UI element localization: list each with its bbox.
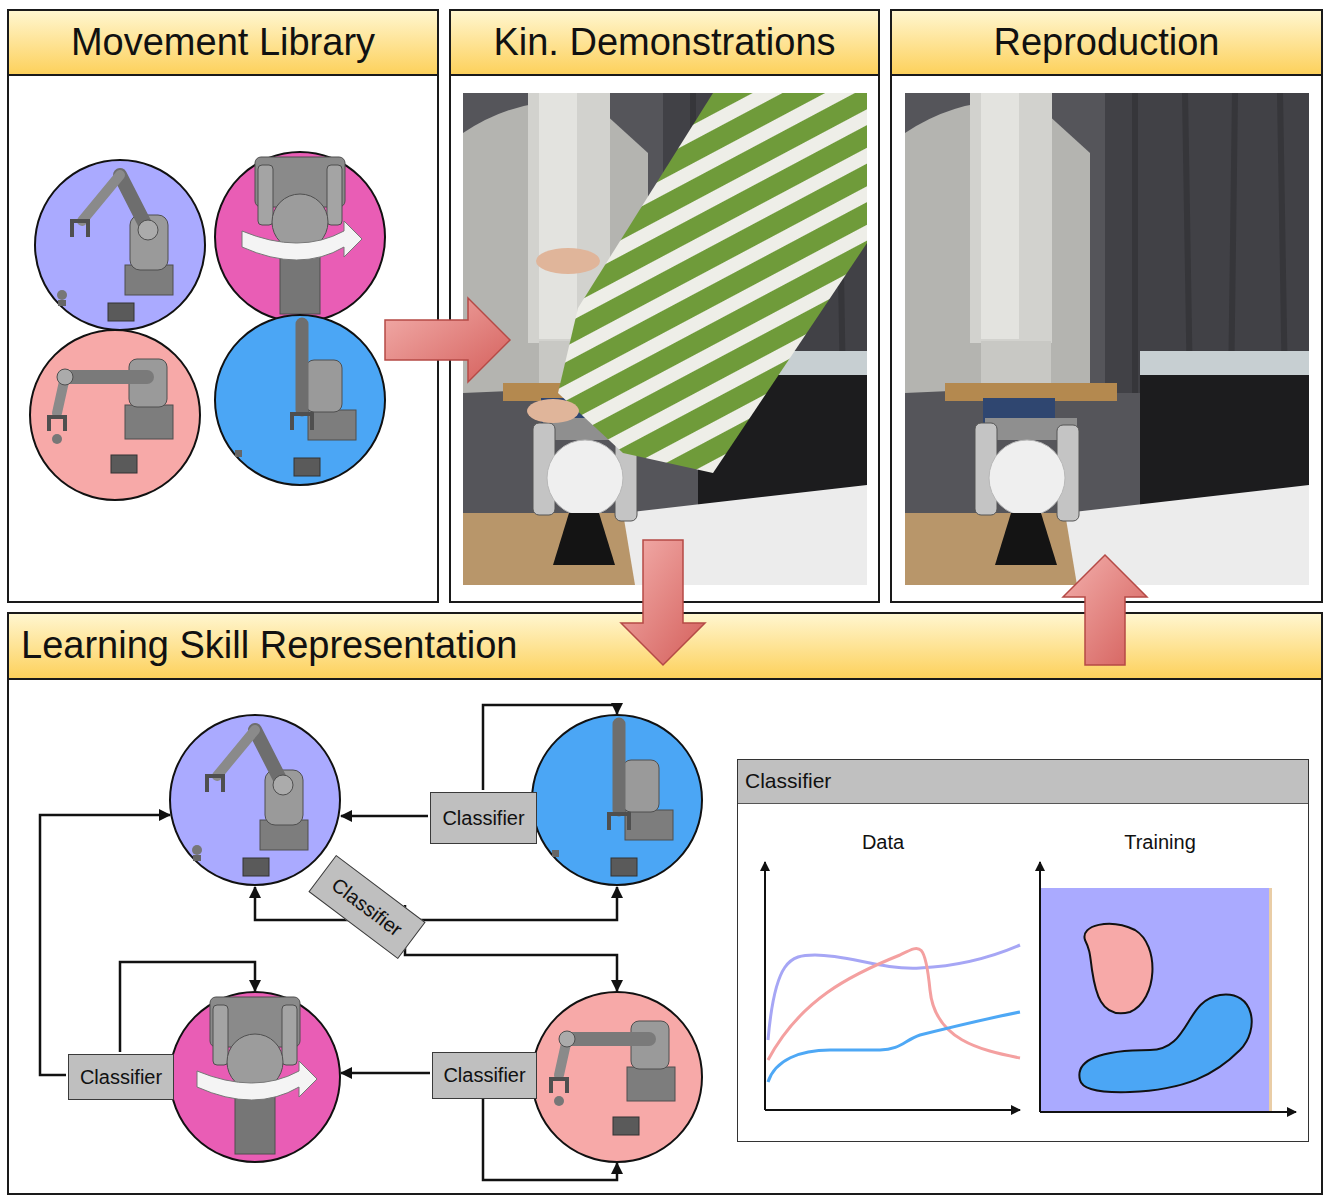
box-label: Classifier bbox=[442, 807, 524, 830]
panel: Reproduction bbox=[890, 9, 1323, 603]
movement-library-circles-part bbox=[215, 152, 385, 322]
panel-title: Learning Skill Representation bbox=[21, 624, 517, 668]
panel-header: Movement Library bbox=[9, 11, 437, 76]
demonstrator-arm bbox=[527, 93, 867, 473]
photo-demonstration-part bbox=[463, 93, 867, 585]
data-plot-part bbox=[765, 1109, 1020, 1111]
movement-library-circles-part bbox=[57, 175, 173, 321]
skill-graph-connectors-part bbox=[405, 905, 617, 991]
photo-demonstration bbox=[463, 93, 867, 585]
movement-library-circles-part bbox=[30, 330, 200, 500]
training-plot-part bbox=[1084, 924, 1152, 1013]
panel-header-grey: Classifier bbox=[738, 760, 1308, 804]
movement-library-circles-part bbox=[235, 324, 356, 476]
plot-title: Training bbox=[1124, 831, 1196, 854]
block-arrow bbox=[1063, 555, 1147, 665]
training-plot-part bbox=[1039, 862, 1041, 1112]
classifier-box: Classifier bbox=[68, 1054, 174, 1100]
demonstrator-arm-part bbox=[558, 93, 867, 473]
panel-header: Reproduction bbox=[892, 11, 1321, 76]
movement-library-circles-part bbox=[47, 359, 173, 473]
data-plot-part bbox=[768, 945, 1020, 1040]
skill-graph-circles-part bbox=[549, 1021, 675, 1135]
data-plot-part bbox=[768, 948, 1020, 1060]
block-arrow bbox=[385, 298, 510, 382]
movement-library-circles bbox=[30, 152, 385, 500]
box-label: Classifier bbox=[327, 873, 407, 941]
panel-title: Movement Library bbox=[71, 21, 375, 65]
data-plot bbox=[765, 862, 1020, 1110]
panel-title: Kin. Demonstrations bbox=[493, 21, 835, 65]
photo-reproduction bbox=[905, 93, 1309, 585]
training-plot-part bbox=[1040, 888, 1269, 1112]
panel-header: Kin. Demonstrations bbox=[451, 11, 878, 76]
panel: Kin. Demonstrations bbox=[449, 9, 880, 603]
training-plot bbox=[1040, 862, 1296, 1112]
data-plot-part bbox=[768, 1012, 1020, 1082]
classifier-panel: Classifier bbox=[737, 759, 1309, 1142]
skill-graph-connectors-part bbox=[341, 815, 428, 818]
classifier-box: Classifier bbox=[430, 792, 537, 844]
box-label: Classifier bbox=[443, 1064, 525, 1087]
plot-title: Data bbox=[862, 831, 904, 854]
panel-header: Learning Skill Representation bbox=[9, 614, 1321, 680]
movement-library-circles-part bbox=[242, 157, 362, 314]
skill-graph-connectors-part bbox=[40, 815, 170, 1075]
skill-graph-connectors-part bbox=[341, 1072, 430, 1075]
panel-title: Reproduction bbox=[993, 21, 1219, 65]
training-plot-part bbox=[1079, 995, 1251, 1093]
photo-reproduction-part bbox=[905, 93, 1309, 585]
skill-graph-circles-part bbox=[532, 715, 702, 885]
skill-graph-connectors bbox=[40, 705, 617, 1180]
skill-graph-circles-part bbox=[532, 992, 702, 1162]
classifier-box: Classifier bbox=[432, 1052, 537, 1099]
training-plot-part bbox=[1040, 1111, 1296, 1113]
box-label: Classifier bbox=[80, 1066, 162, 1089]
panel: Learning Skill RepresentationClassifierC… bbox=[7, 612, 1323, 1195]
classifier-box: Classifier bbox=[308, 855, 425, 959]
skill-graph-circles-part bbox=[197, 997, 317, 1154]
skill-graph-circles-part bbox=[170, 992, 340, 1162]
demonstrator-arm-part bbox=[527, 399, 579, 423]
panel-title: Classifier bbox=[745, 769, 831, 793]
demonstrator-arm-part bbox=[536, 248, 600, 274]
data-plot-part bbox=[764, 862, 766, 1110]
movement-library-circles-part bbox=[215, 315, 385, 485]
block-arrow bbox=[621, 540, 705, 665]
panel: Movement Library bbox=[7, 9, 439, 603]
skill-graph-circles-part bbox=[552, 724, 673, 876]
movement-library-circles-part bbox=[35, 160, 205, 330]
skill-graph-circles-part bbox=[192, 730, 308, 876]
skill-graph-circles bbox=[170, 715, 702, 1162]
skill-graph-circles-part bbox=[170, 715, 340, 885]
